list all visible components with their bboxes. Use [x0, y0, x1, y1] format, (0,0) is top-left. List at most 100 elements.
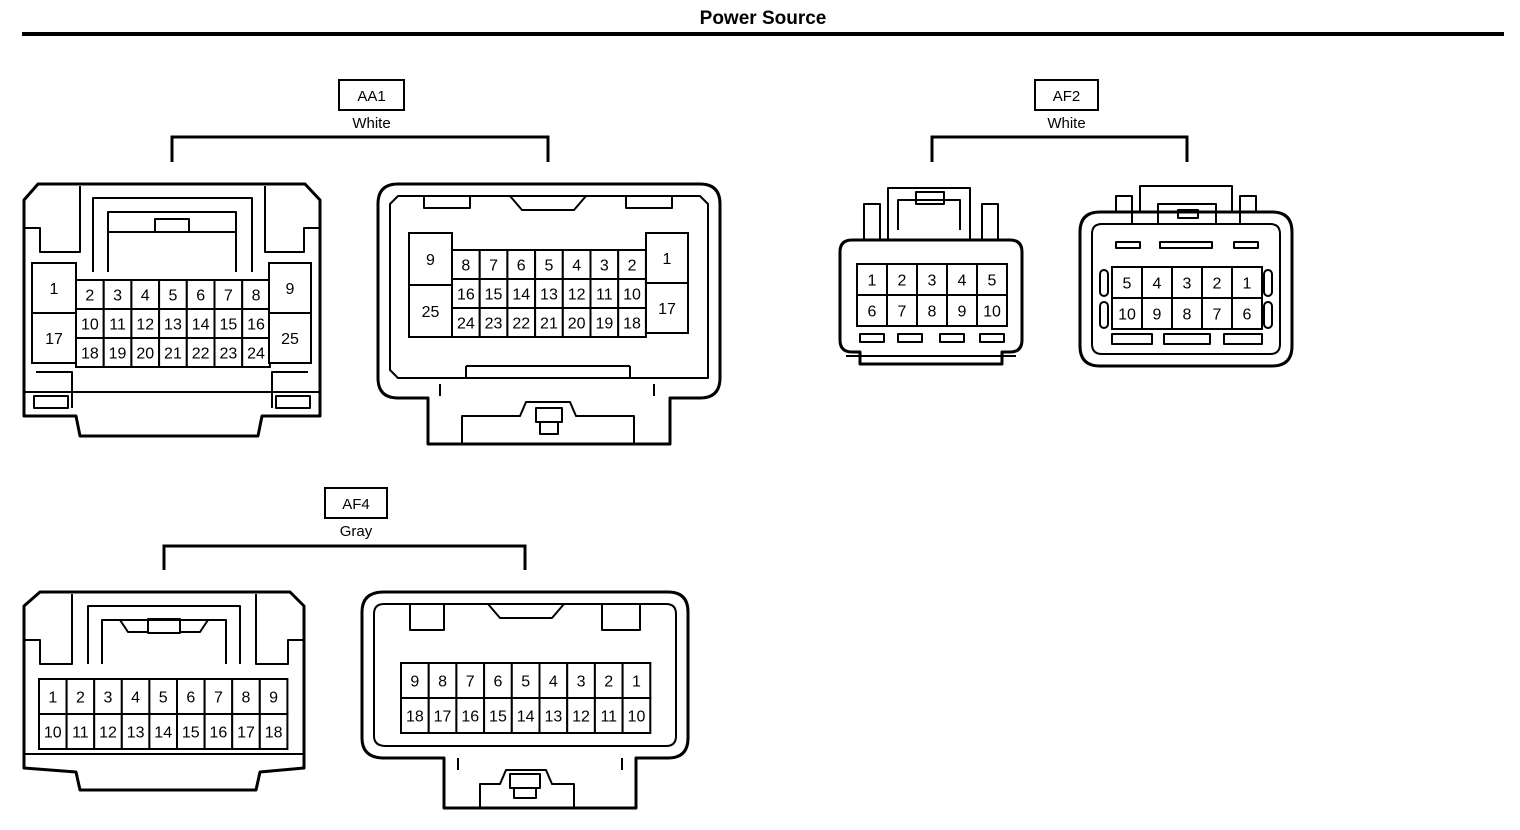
pin-label: 15 — [485, 287, 503, 304]
connector-af2-color: White — [1047, 115, 1085, 132]
af2-male-pin-1: 1 — [856, 263, 888, 296]
aa1-male-pin-6: 6 — [185, 279, 216, 310]
aa1-male-pin-10: 10 — [75, 308, 105, 339]
aa1-female-pin-20: 20 — [561, 307, 592, 338]
pin-label: 13 — [164, 317, 182, 334]
pin-label: 18 — [623, 316, 641, 333]
pin-label: 12 — [568, 287, 586, 304]
af4-male-pin-18: 18 — [258, 713, 289, 750]
aa1-female-pin-18: 18 — [617, 307, 647, 338]
af2-female-pin-10: 10 — [1111, 297, 1143, 330]
pin-label: 7 — [214, 690, 223, 707]
pin-label: 7 — [466, 674, 475, 691]
af4-male-pin-5: 5 — [148, 678, 178, 715]
aa1-female-pin-6: 6 — [506, 249, 537, 280]
aa1-female-pin-25: 25 — [408, 284, 453, 338]
connector-aa1-color: White — [352, 115, 390, 132]
pin-label: 15 — [182, 725, 200, 742]
connector-af2-bracket — [930, 135, 1189, 162]
aa1-female-pin-22: 22 — [506, 307, 537, 338]
connector-af4-header: AF4 Gray — [162, 487, 527, 570]
pin-label: 17 — [237, 725, 255, 742]
aa1-male-pin-21: 21 — [158, 337, 188, 368]
pin-label: 18 — [81, 346, 99, 363]
pin-label: 3 — [104, 690, 113, 707]
af4-female-pin-7: 7 — [455, 662, 486, 699]
af4-male-pin-11: 11 — [65, 713, 96, 750]
pin-label: 2 — [898, 273, 907, 290]
pin-label: 4 — [1153, 276, 1162, 293]
pin-label: 8 — [438, 674, 447, 691]
af2-female-pin-1: 1 — [1231, 266, 1263, 299]
pin-label: 9 — [269, 690, 278, 707]
pin-label: 2 — [1213, 276, 1222, 293]
pin-label: 9 — [410, 674, 419, 691]
af2-female-pin-6: 6 — [1231, 297, 1263, 330]
connector-af4-color: Gray — [340, 523, 373, 540]
pin-label: 3 — [113, 288, 122, 305]
af4-female-pin-2: 2 — [593, 662, 624, 699]
pin-label: 3 — [600, 258, 609, 275]
connector-af4-female-housing — [360, 590, 690, 810]
pin-label: 5 — [1123, 276, 1132, 293]
aa1-female-pin-5: 5 — [534, 249, 564, 280]
pin-label: 4 — [131, 690, 140, 707]
pin-label: 16 — [210, 725, 228, 742]
pin-label: 2 — [628, 258, 637, 275]
pin-label: 19 — [109, 346, 127, 363]
pin-label: 24 — [457, 316, 475, 333]
pin-label: 8 — [461, 258, 470, 275]
af4-male-pin-2: 2 — [65, 678, 96, 715]
pin-label: 21 — [540, 316, 558, 333]
pin-label: 16 — [461, 709, 479, 726]
af4-male-pin-14: 14 — [148, 713, 178, 750]
aa1-female-pin-14: 14 — [506, 278, 537, 309]
af4-male-pin-7: 7 — [203, 678, 234, 715]
af2-female-pin-9: 9 — [1141, 297, 1173, 330]
pin-label: 12 — [572, 709, 590, 726]
af4-female-pin-3: 3 — [566, 662, 596, 699]
aa1-female-pin-10: 10 — [617, 278, 647, 309]
pin-label: 1 — [48, 690, 57, 707]
connector-af2-female-housing — [1078, 185, 1294, 368]
aa1-female-pin-8: 8 — [451, 249, 481, 280]
aa1-male-pin-22: 22 — [185, 337, 216, 368]
pin-label: 7 — [489, 258, 498, 275]
aa1-female-pin-7: 7 — [478, 249, 509, 280]
aa1-male-pin-8: 8 — [241, 279, 271, 310]
pin-label: 14 — [512, 287, 530, 304]
pin-label: 17 — [434, 709, 452, 726]
pin-label: 15 — [219, 317, 237, 334]
aa1-female-pin-12: 12 — [561, 278, 592, 309]
pin-label: 15 — [489, 709, 507, 726]
pin-label: 1 — [1243, 276, 1252, 293]
af4-male-pin-13: 13 — [120, 713, 151, 750]
aa1-male-pin-5: 5 — [158, 279, 188, 310]
af2-male-pin-6: 6 — [856, 294, 888, 327]
pin-label: 11 — [109, 317, 126, 334]
af2-female-pin-4: 4 — [1141, 266, 1173, 299]
aa1-male-pin-24: 24 — [241, 337, 271, 368]
pin-label: 4 — [141, 288, 150, 305]
aa1-female-pin-2: 2 — [617, 249, 647, 280]
connector-aa1-female-housing — [376, 182, 722, 446]
af2-male-pin-5: 5 — [976, 263, 1008, 296]
pin-label: 2 — [85, 288, 94, 305]
af4-female-pin-13: 13 — [538, 697, 569, 734]
aa1-male-pin-12: 12 — [130, 308, 161, 339]
pin-label: 3 — [928, 273, 937, 290]
aa1-female-pin-24: 24 — [451, 307, 481, 338]
pin-label: 1 — [50, 281, 59, 298]
pin-label: 20 — [136, 346, 154, 363]
pin-label: 4 — [549, 674, 558, 691]
pin-label: 18 — [265, 725, 283, 742]
aa1-male-pin-19: 19 — [102, 337, 133, 368]
af4-male-pin-16: 16 — [203, 713, 234, 750]
pin-label: 12 — [99, 725, 117, 742]
